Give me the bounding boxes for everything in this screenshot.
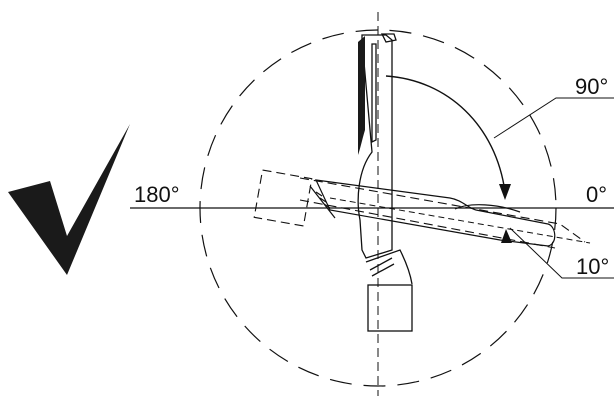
leader-90 <box>493 97 614 139</box>
upright-device <box>357 33 413 332</box>
label-90: 90° <box>575 74 608 99</box>
arc-arrowhead <box>499 184 511 200</box>
leader-10 <box>509 227 614 279</box>
tilted-device-body <box>309 179 556 247</box>
upright-screen-edge <box>358 36 365 155</box>
label-180: 180° <box>134 182 180 207</box>
tilt-line <box>329 197 591 244</box>
label-0: 0° <box>586 182 607 207</box>
tilted-device <box>253 169 586 249</box>
rotation-arc <box>385 75 506 193</box>
tilt-arrowhead <box>501 229 512 243</box>
checkmark-icon <box>8 124 130 275</box>
label-10: 10° <box>576 254 609 279</box>
